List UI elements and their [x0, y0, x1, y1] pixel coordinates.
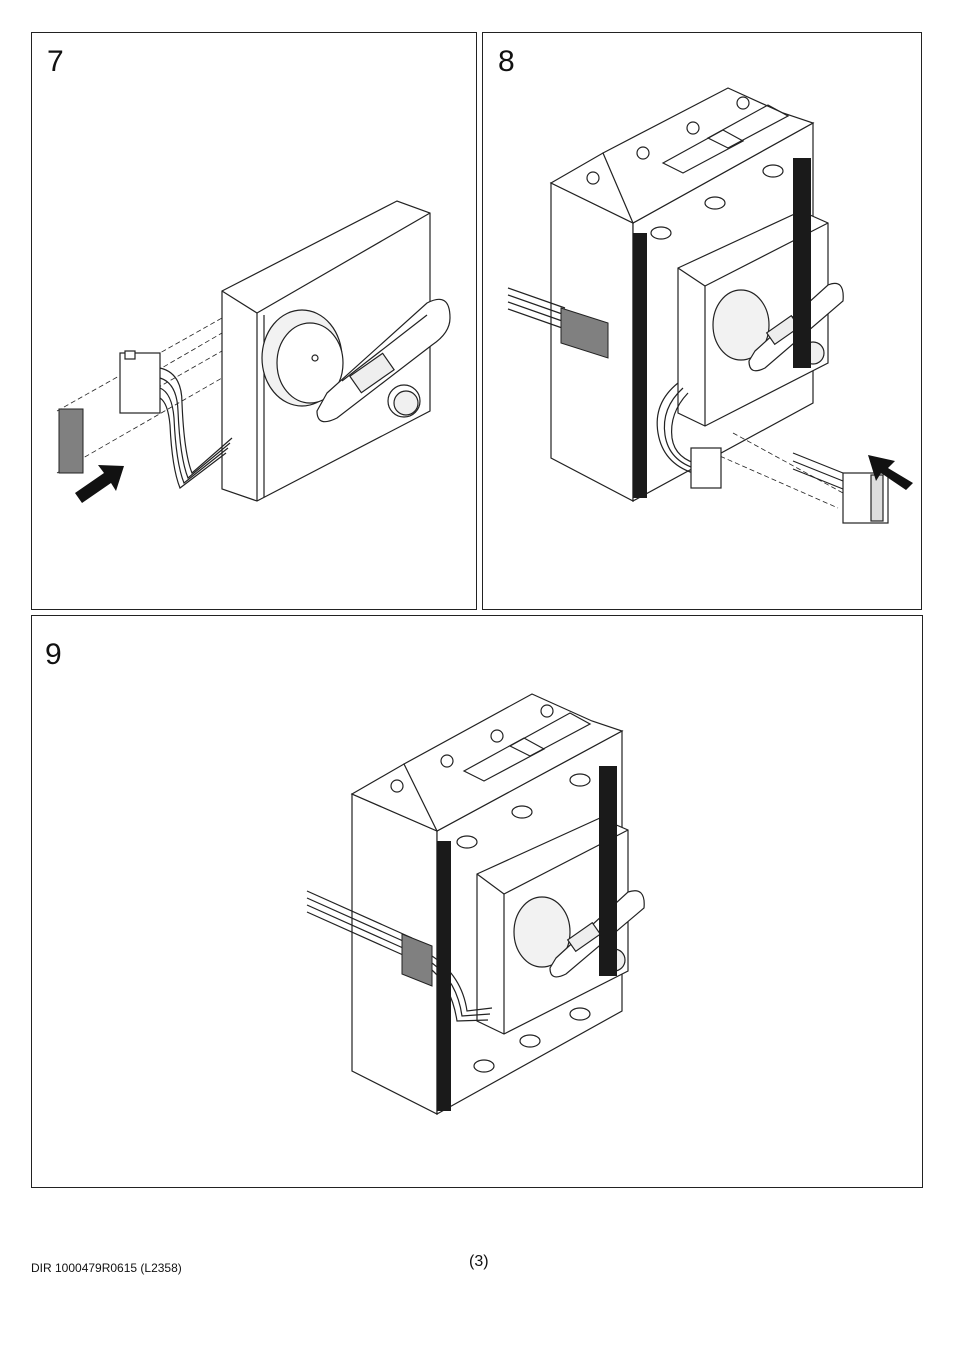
step-8-illustration	[483, 33, 923, 611]
step-8-panel: 8	[482, 32, 922, 610]
step-9-illustration	[32, 616, 924, 1189]
page-number: (3)	[469, 1253, 489, 1271]
step-9-panel: 9	[31, 615, 923, 1188]
document-code: DIR 1000479R0615 (L2358)	[31, 1261, 182, 1275]
step-7-panel: 7	[31, 32, 477, 610]
step-7-illustration	[32, 33, 478, 611]
